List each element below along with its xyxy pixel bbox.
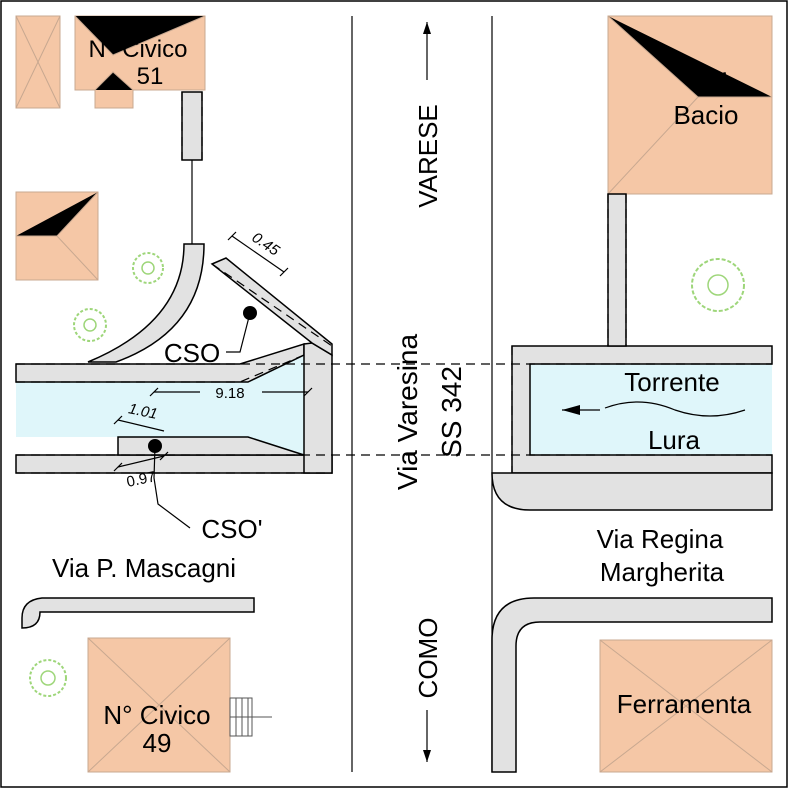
culvert-line-inner xyxy=(16,354,305,383)
bar-label: Bar xyxy=(686,62,727,92)
street-regina-line2: Margherita xyxy=(600,557,725,587)
tree-symbol-icon xyxy=(73,308,107,342)
dimension-inner-width xyxy=(113,415,165,432)
street-regina-line1: Via Regina xyxy=(597,524,724,554)
building-left-middle xyxy=(15,191,99,281)
east-culvert xyxy=(491,193,773,511)
dimension-outer-width-value: 0.97 xyxy=(125,468,157,491)
west-culvert xyxy=(15,91,333,474)
tree-symbol-icon xyxy=(691,258,745,312)
dimension-length xyxy=(149,387,313,397)
dimension-outer-width xyxy=(113,451,169,472)
wall-via-mascagni xyxy=(21,597,255,629)
bar-name: Bacio xyxy=(673,100,738,130)
cso-point-icon xyxy=(226,306,257,353)
tree-symbol-icon xyxy=(132,252,164,284)
direction-varese: VARESE xyxy=(413,104,443,208)
dimension-inner-width-value: 1.01 xyxy=(127,400,159,423)
stream-label: Torrente xyxy=(624,367,719,397)
street-mascagni: Via P. Mascagni xyxy=(52,553,236,583)
cso-prime-label: CSO' xyxy=(201,514,262,544)
building-49-label: N° Civico xyxy=(103,700,210,730)
main-road-name: Via Varesina xyxy=(392,333,423,490)
building-51-label: N° Civico xyxy=(89,36,188,63)
dimension-length-value: 9.18 xyxy=(215,385,244,402)
culvert-line-wing xyxy=(211,263,333,347)
building-51-number: 51 xyxy=(137,63,164,90)
building-civico-51 xyxy=(74,15,206,109)
direction-como: COMO xyxy=(413,618,443,699)
building-top-left-small xyxy=(15,15,61,109)
ferramenta-label: Ferramenta xyxy=(617,689,752,719)
building-civico-49 xyxy=(87,637,272,773)
flow-arrow-icon xyxy=(562,401,746,417)
building-ferramenta xyxy=(599,639,773,773)
building-49-number: 49 xyxy=(143,728,172,758)
building-bar-bacio xyxy=(607,15,773,195)
tree-symbol-icon xyxy=(29,659,67,697)
main-road-code: SS 342 xyxy=(436,366,467,458)
south-arrow-icon xyxy=(423,710,431,762)
cso-point-icon xyxy=(148,439,191,529)
wall-via-regina xyxy=(491,597,773,773)
cso-label: CSO xyxy=(164,338,220,368)
north-arrow-icon xyxy=(423,22,431,80)
dimension-thickness-value: 0.45 xyxy=(249,229,283,260)
stream-name: Lura xyxy=(648,425,701,455)
dimension-thickness xyxy=(227,231,289,277)
